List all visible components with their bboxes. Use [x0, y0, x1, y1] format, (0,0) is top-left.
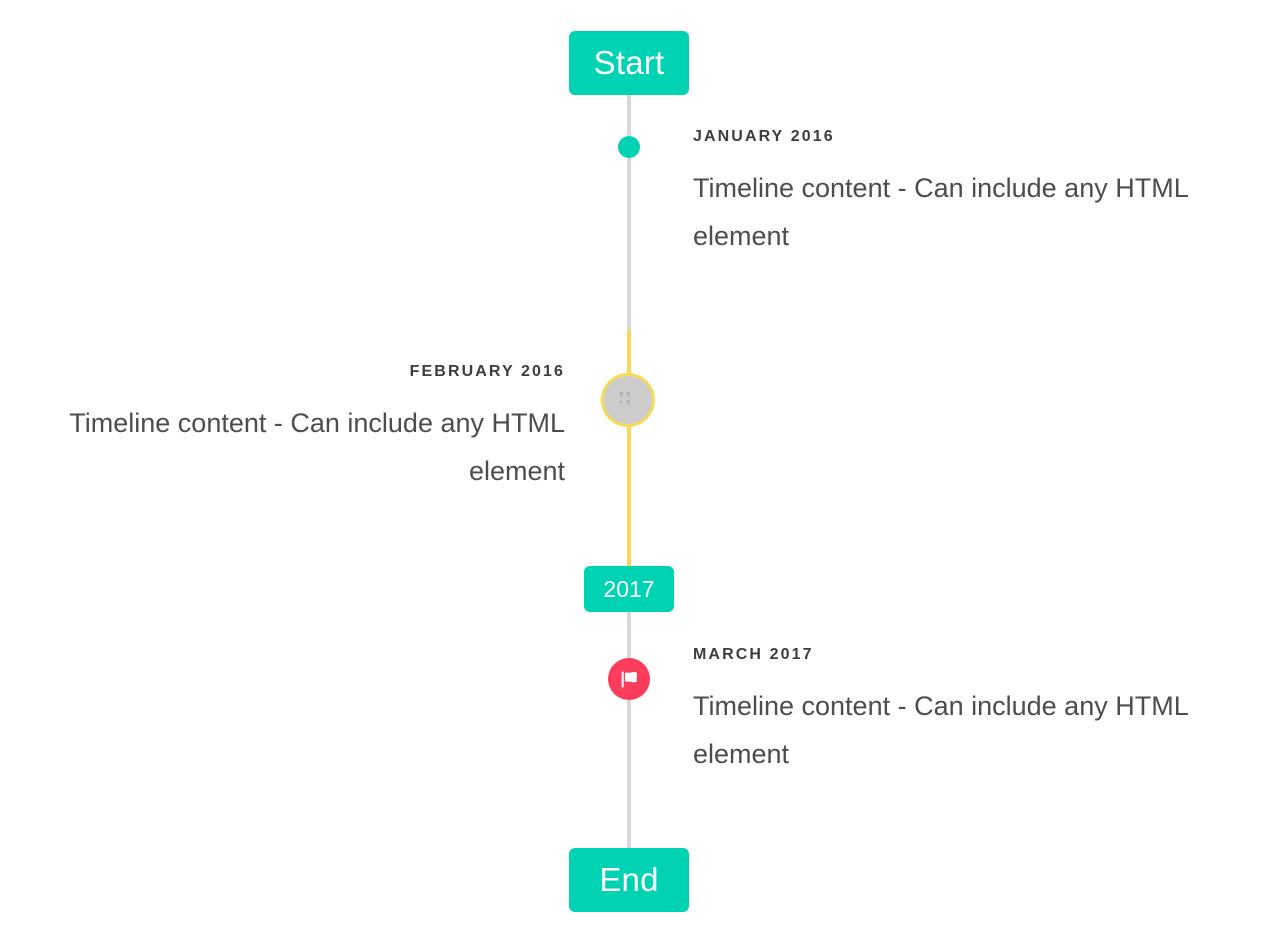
timeline-mid-label-2017[interactable]: 2017: [584, 566, 674, 612]
flag-glyph: [621, 671, 637, 687]
flag-icon[interactable]: [608, 658, 650, 700]
timeline-event-date: JANUARY 2016: [693, 128, 835, 145]
timeline-end-label[interactable]: End: [569, 848, 689, 912]
timeline-rail-segment-yellow: [627, 330, 631, 576]
timeline-event-content: MARCH 2017 Timeline content - Can includ…: [693, 646, 1233, 778]
timeline-event-text: Timeline content - Can include any HTML …: [693, 173, 1188, 251]
timeline-rail-segment-gray-lower: [627, 606, 631, 852]
timeline-event-date: MARCH 2017: [693, 646, 814, 663]
timeline-event-text: Timeline content - Can include any HTML …: [693, 691, 1188, 769]
timeline-event-content: JANUARY 2016 Timeline content - Can incl…: [693, 128, 1233, 260]
broken-image-glyph: [620, 392, 630, 405]
timeline-rail-segment-gray-upper: [627, 88, 631, 336]
broken-image-icon[interactable]: [601, 373, 655, 427]
dot-icon[interactable]: [618, 136, 640, 158]
timeline-event-date: FEBRUARY 2016: [409, 363, 565, 380]
timeline-event-content: FEBRUARY 2016 Timeline content - Can inc…: [25, 363, 565, 495]
timeline-start-label[interactable]: Start: [569, 31, 689, 95]
timeline-event-text: Timeline content - Can include any HTML …: [69, 408, 565, 486]
